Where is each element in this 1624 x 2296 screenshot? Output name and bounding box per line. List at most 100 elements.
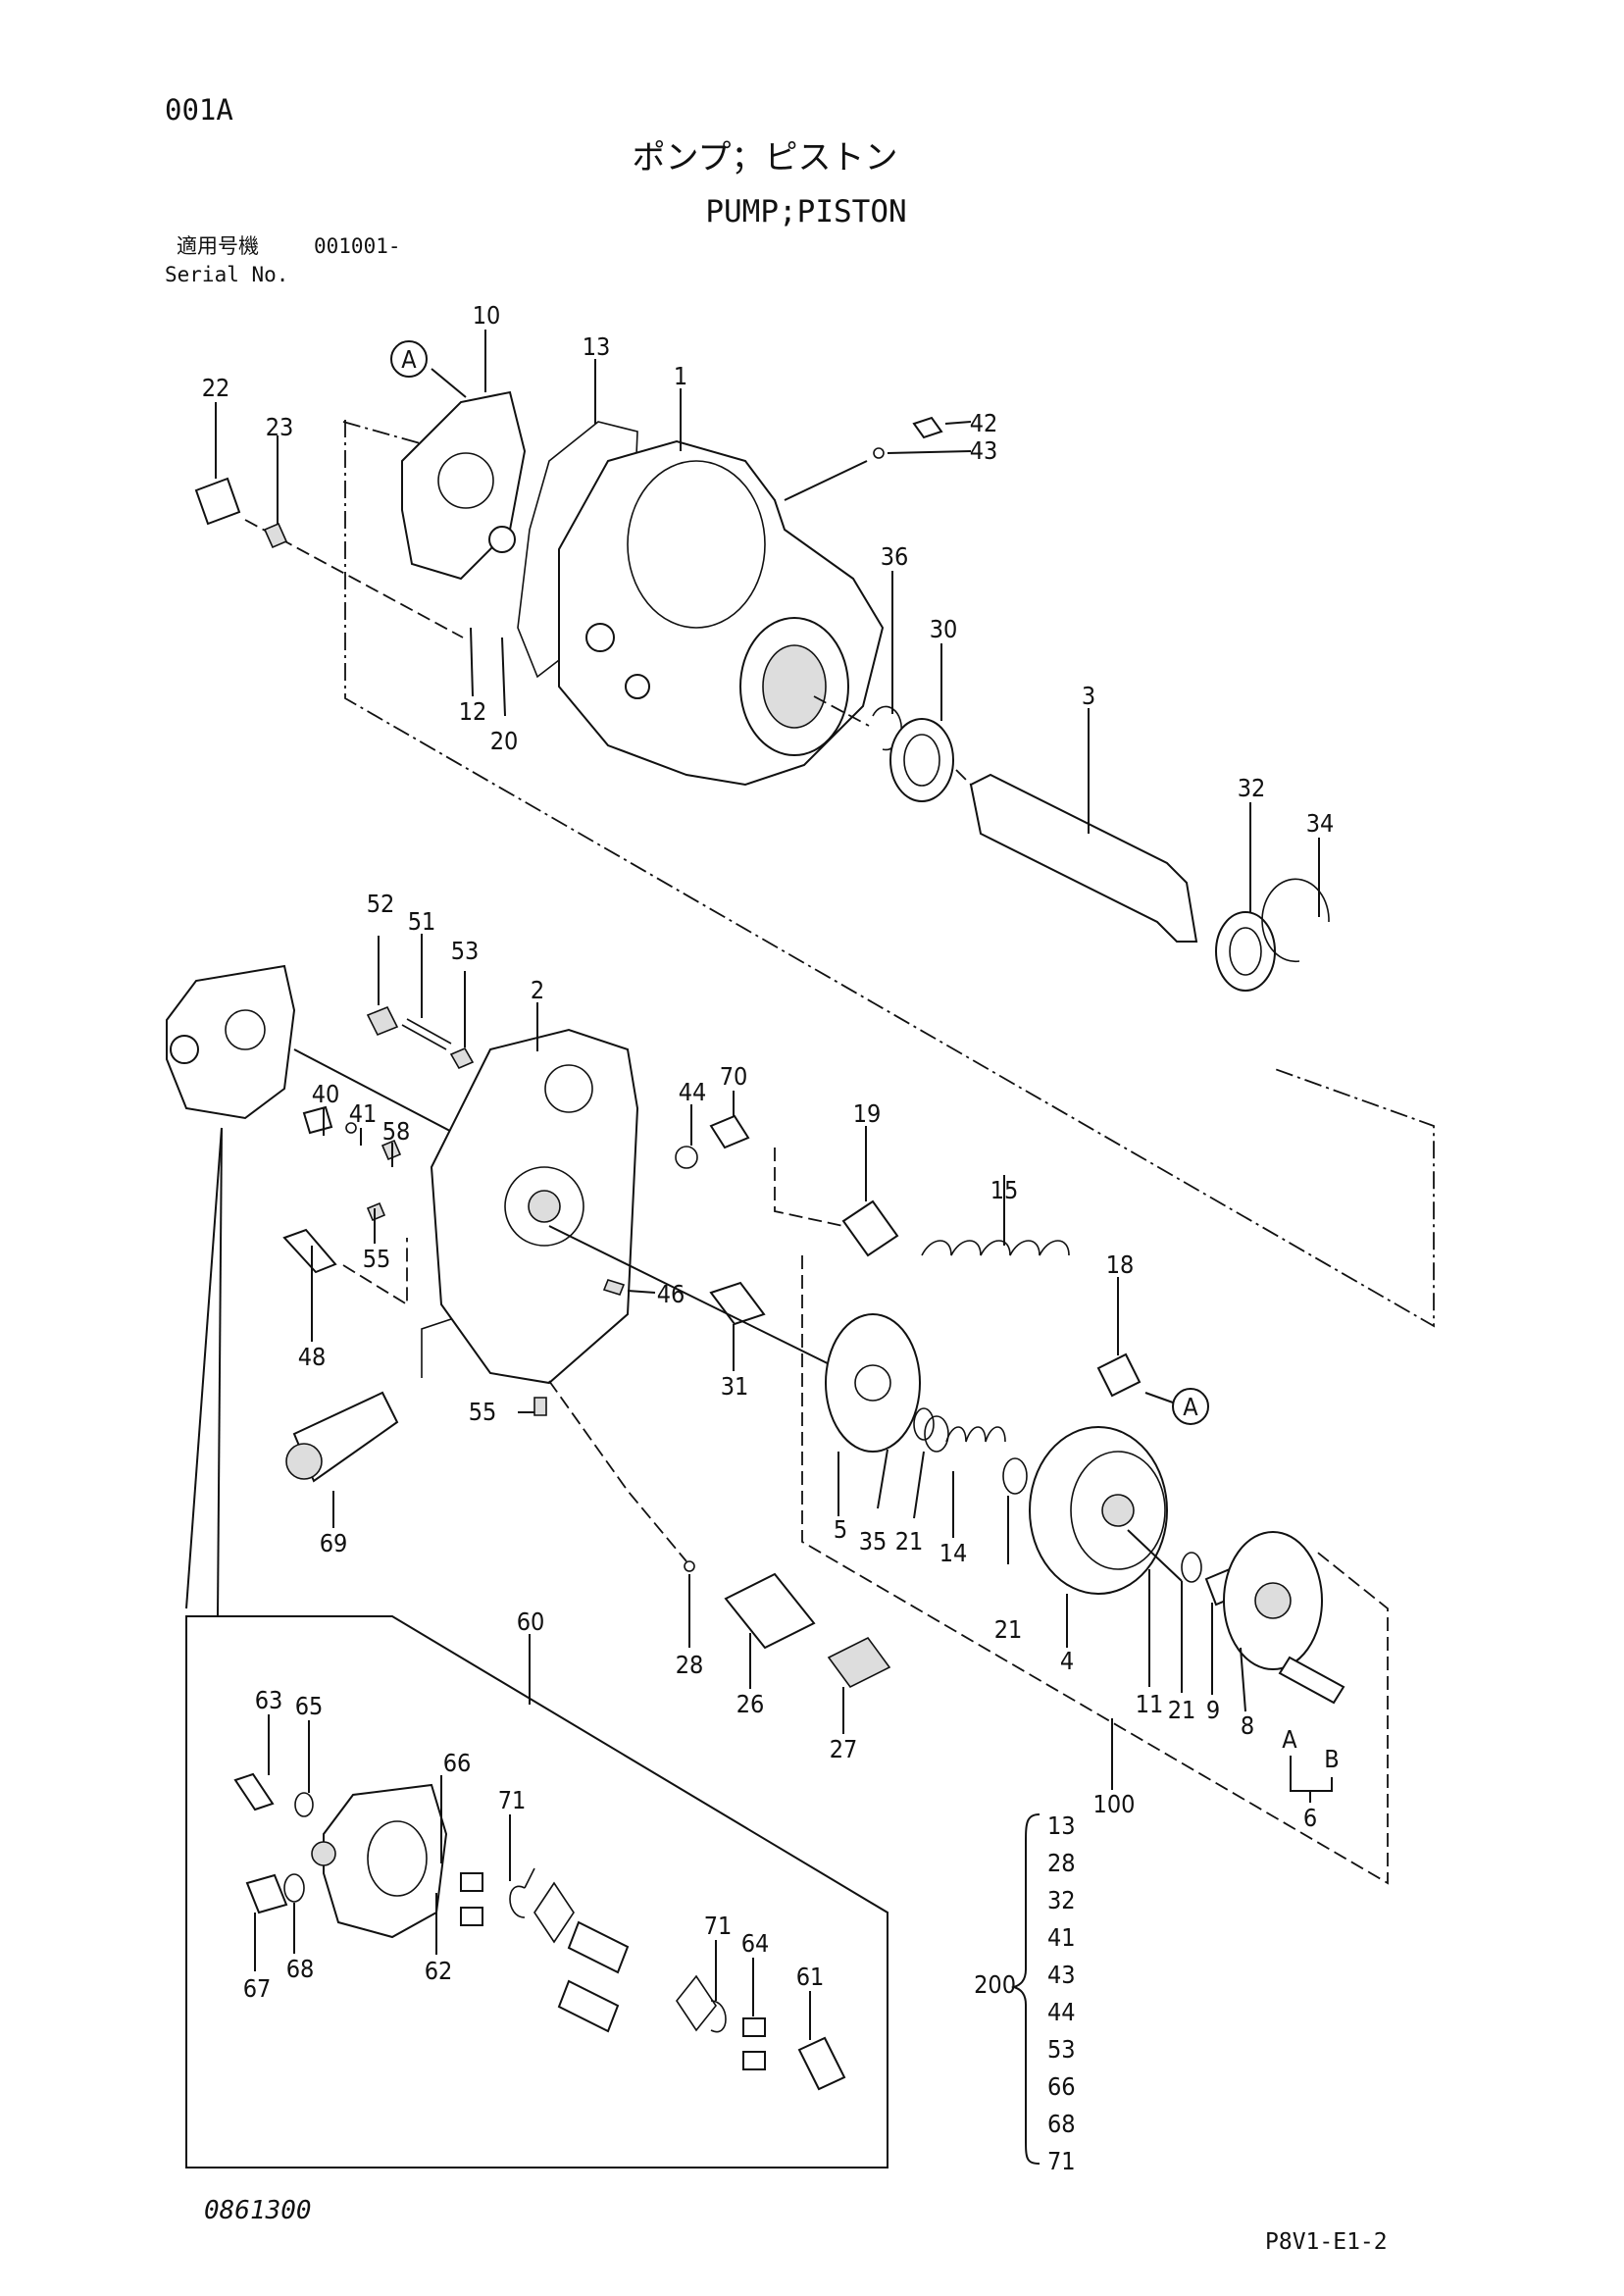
serial-value: 001001- [314, 234, 401, 258]
bushing-shape [460, 1907, 483, 1926]
callout-60: 60 [517, 1607, 545, 1636]
callout-35: 35 [859, 1527, 888, 1556]
callout-21-b: 21 [994, 1615, 1023, 1644]
callout-67: 67 [243, 1974, 272, 2003]
o-ring-28-shape [684, 1560, 695, 1572]
sleeve-26-shape [724, 1572, 816, 1650]
kit-brace [1010, 1813, 1040, 2165]
page-reference: P8V1-E1-2 [1265, 2229, 1388, 2255]
callout-52: 52 [367, 890, 395, 918]
ref-mark-b-piston: B [1324, 1745, 1339, 1773]
callout-19: 19 [853, 1099, 882, 1128]
plug-70-shape [709, 1114, 750, 1149]
kit-item: 43 [1047, 1961, 1076, 1989]
bolt-48-shape [282, 1228, 337, 1274]
plug-67-shape [245, 1873, 288, 1914]
piston-6-shape [1278, 1656, 1345, 1705]
spring-seat-18-shape [1096, 1352, 1142, 1398]
callout-51: 51 [408, 907, 436, 936]
ref-circle-a-mid [1172, 1388, 1209, 1425]
ring-35-shape [913, 1407, 935, 1441]
ref-mark-a-top: A [401, 345, 417, 374]
callout-4: 4 [1060, 1647, 1074, 1675]
pump-cover-62-shape [323, 1783, 448, 1939]
callout-32: 32 [1238, 774, 1266, 802]
callout-27: 27 [830, 1735, 858, 1763]
callout-23: 23 [266, 413, 294, 441]
top-assembly: A [194, 330, 1435, 1328]
ref-mark-a-mid: A [1183, 1393, 1198, 1421]
pin-46-shape [602, 1279, 626, 1296]
seal-53-shape [449, 1046, 475, 1070]
callout-13: 13 [583, 332, 611, 361]
callout-71-right: 71 [704, 1912, 733, 1940]
bolt-22-shape [194, 477, 241, 526]
callout-68: 68 [286, 1955, 315, 1983]
kit-item: 32 [1047, 1886, 1076, 1914]
callout-53: 53 [451, 937, 480, 965]
valve-plate-5-shape [825, 1313, 921, 1453]
callout-11: 11 [1136, 1690, 1164, 1718]
callout-48: 48 [298, 1343, 327, 1371]
callout-9: 9 [1206, 1696, 1220, 1724]
bushing-shape [460, 1872, 483, 1892]
spring-51-shape [401, 1018, 452, 1050]
kit-200-list: 200 13 28 32 41 43 44 53 66 68 71 [974, 1811, 1076, 2175]
callout-numbers: 1 2 3 4 5 6 8 9 10 11 12 13 14 15 18 19 … [202, 301, 1335, 2003]
middle-assembly: A [166, 934, 1389, 1885]
drive-gear-shape [567, 1920, 630, 1974]
kit-item: 66 [1047, 2072, 1076, 2101]
callout-21-a: 21 [895, 1527, 924, 1556]
driven-gear-shape [557, 1979, 620, 2033]
callout-58: 58 [382, 1117, 411, 1146]
kit-item: 13 [1047, 1811, 1076, 1840]
callout-70: 70 [720, 1062, 748, 1091]
screw-55-lower-shape [533, 1397, 547, 1416]
callout-40: 40 [312, 1080, 340, 1108]
spring-seat-19-shape [841, 1199, 899, 1257]
callout-14: 14 [939, 1539, 968, 1567]
title-english: PUMP;PISTON [705, 194, 906, 230]
kit-number: 200 [974, 1970, 1016, 1999]
ring-21b-shape [1002, 1457, 1028, 1495]
callout-63: 63 [255, 1686, 283, 1714]
o-ring-68-shape [283, 1873, 305, 1903]
callout-64: 64 [741, 1929, 770, 1958]
callout-28: 28 [676, 1651, 704, 1679]
callout-66: 66 [443, 1749, 472, 1777]
snap-ring-34-shape [1261, 878, 1330, 963]
bearing-32-shape [1215, 911, 1276, 992]
page-code: 001A [165, 93, 233, 127]
callout-2: 2 [531, 976, 544, 1004]
callout-46: 46 [657, 1280, 685, 1308]
plug-42-shape [912, 416, 943, 439]
callout-69: 69 [320, 1529, 348, 1557]
callout-61: 61 [796, 1963, 825, 1991]
callout-55-lower: 55 [469, 1398, 497, 1426]
spring-14-shape [945, 1426, 1006, 1443]
bushing-64a-shape [742, 2017, 766, 2037]
callout-36: 36 [881, 542, 909, 571]
seal-71-left-shape [509, 1867, 535, 1918]
kit-item: 68 [1047, 2110, 1076, 2138]
cylinder-group-frame [801, 1255, 1389, 1885]
callout-31: 31 [721, 1372, 749, 1401]
bushing-61-shape [797, 2036, 846, 2091]
callout-100: 100 [1093, 1790, 1136, 1818]
serial-label-english: Serial No. [165, 263, 288, 286]
callout-71-left: 71 [498, 1786, 527, 1814]
nut-52-shape [366, 1005, 399, 1037]
callout-43: 43 [970, 436, 998, 465]
ref-mark-a-piston: A [1282, 1725, 1297, 1754]
callout-21-c: 21 [1168, 1696, 1196, 1724]
bolt-63-shape [233, 1772, 275, 1811]
callout-6: 6 [1303, 1804, 1317, 1832]
callout-15: 15 [990, 1176, 1019, 1204]
kit-item: 71 [1047, 2147, 1076, 2175]
o-ring-44-shape [675, 1146, 698, 1169]
callout-30: 30 [930, 615, 958, 643]
callout-41: 41 [349, 1099, 378, 1128]
plug-27-shape [827, 1636, 891, 1689]
kit-item: 44 [1047, 1998, 1076, 2026]
callout-10: 10 [473, 301, 501, 330]
